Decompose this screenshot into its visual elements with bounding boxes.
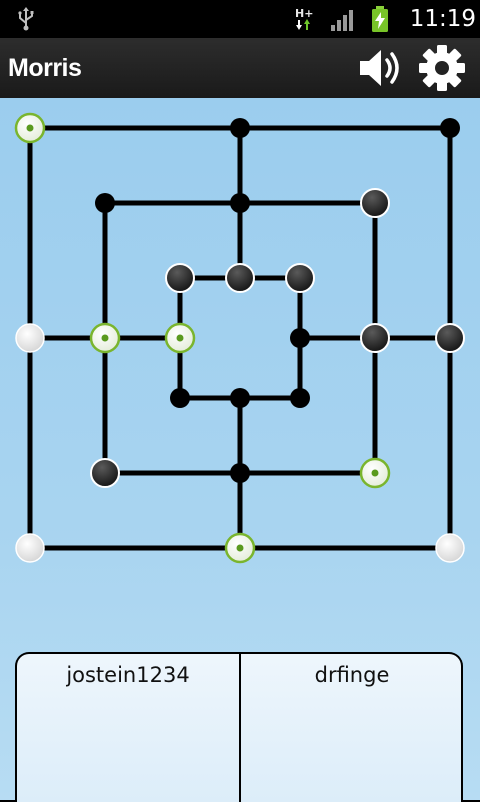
morris-board[interactable] (0, 98, 480, 578)
selection-dot-c4 (176, 334, 184, 342)
selection-dot-b4 (101, 334, 109, 342)
black-piece-g4[interactable] (435, 323, 465, 353)
player-one-cell: jostein1234 (17, 654, 241, 802)
black-piece-e5[interactable] (285, 263, 315, 293)
player-two-cell: drfinge (241, 654, 461, 802)
black-piece-d5[interactable] (225, 263, 255, 293)
board-point-d7[interactable] (230, 118, 250, 138)
gear-icon[interactable] (416, 42, 468, 94)
selection-dot-d1 (236, 544, 244, 552)
board-point-c3[interactable] (170, 388, 190, 408)
status-clock: 11:19 (409, 6, 476, 32)
speaker-icon[interactable] (356, 44, 406, 92)
usb-icon (18, 7, 34, 31)
board-point-e4[interactable] (290, 328, 310, 348)
board-point-d2[interactable] (230, 463, 250, 483)
white-piece-a1[interactable] (15, 533, 45, 563)
network-hplus-icon: H+ (295, 7, 313, 30)
players-panel: jostein1234 drfinge (15, 652, 463, 802)
board-point-d3[interactable] (230, 388, 250, 408)
board-point-b6[interactable] (95, 193, 115, 213)
selection-dot-f2 (371, 469, 379, 477)
battery-charging-icon (372, 6, 388, 32)
white-piece-g1[interactable] (435, 533, 465, 563)
game-area: jostein1234 drfinge (0, 98, 480, 802)
white-piece-a4[interactable] (15, 323, 45, 353)
board-point-d6[interactable] (230, 193, 250, 213)
player-one-name: jostein1234 (66, 663, 190, 687)
action-bar: Morris (0, 38, 480, 98)
player-two-name: drfinge (314, 663, 390, 687)
black-piece-f4[interactable] (360, 323, 390, 353)
signal-bars-icon (331, 10, 353, 31)
black-piece-f6[interactable] (360, 188, 390, 218)
network-type-label: H+ (295, 7, 313, 20)
selection-dot-a7 (26, 124, 34, 132)
board-point-e3[interactable] (290, 388, 310, 408)
black-piece-b2[interactable] (90, 458, 120, 488)
black-piece-c5[interactable] (165, 263, 195, 293)
board-square-3 (177, 275, 303, 401)
board-point-g7[interactable] (440, 118, 460, 138)
status-bar: H+ 11:19 (0, 0, 480, 38)
app-title: Morris (8, 54, 82, 82)
